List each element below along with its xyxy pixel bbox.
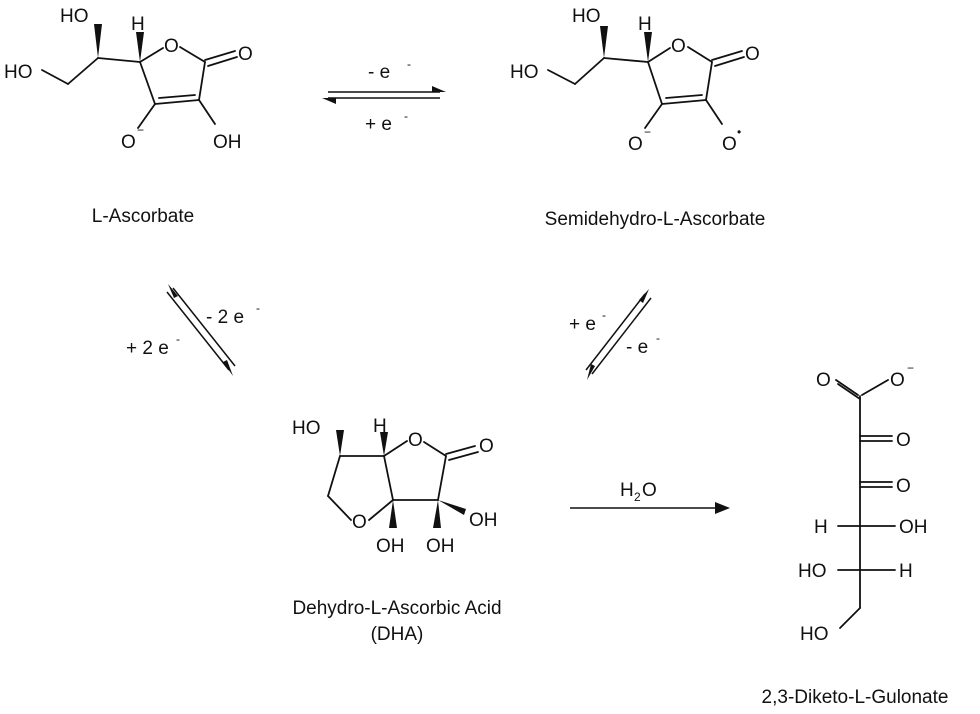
- ascorbate-ho-label: HO: [4, 62, 33, 83]
- dha-carbonyl-o-label: O: [479, 436, 494, 457]
- dha-ring-o-label: O: [408, 430, 423, 451]
- hydrolysis-arrow: H 2 O: [570, 480, 730, 514]
- dha-name-line1: Dehydro-L-Ascorbic Acid: [292, 598, 501, 619]
- top-reverse-label: + e: [365, 114, 392, 135]
- diketo-carboxyl-o-label: O: [816, 370, 831, 391]
- right-forward-sup: -: [602, 308, 606, 322]
- right-reverse-label: - e: [626, 337, 648, 358]
- diketo-ho-label: HO: [798, 561, 827, 582]
- dha-oh-label-right: OH: [469, 510, 498, 531]
- diketo-ho-label-2: HO: [800, 624, 829, 645]
- left-reverse-label: + 2 e: [126, 338, 169, 359]
- diketo-structure: O O − O O H OH HO H HO: [798, 361, 928, 645]
- ascorbate-name: L-Ascorbate: [92, 206, 194, 227]
- hydrolysis-label-sub: 2: [634, 490, 641, 504]
- ascorbate-structure: HO HO H O O O − OH: [4, 6, 253, 153]
- dha-oh-label-bottom-1: OH: [376, 536, 405, 557]
- dha-ho-label: HO: [292, 418, 321, 439]
- ascorbate-carbonyl-o-label: O: [238, 44, 253, 65]
- diketo-carboxylate-o-label: O: [890, 370, 905, 391]
- dha-oh-label-bottom-2: OH: [426, 536, 455, 557]
- semidehydro-charge-label: −: [644, 125, 651, 139]
- dha-name-line2: (DHA): [371, 624, 424, 645]
- semidehydro-carbonyl-o-label: O: [745, 44, 760, 65]
- semidehydro-structure: HO HO H O O O − O •: [510, 6, 760, 155]
- ascorbate-ho-label-2: HO: [60, 6, 89, 27]
- right-equilibrium-arrows: + e - - e -: [569, 289, 660, 380]
- semidehydro-h-label: H: [638, 14, 652, 35]
- left-forward-sup: -: [256, 301, 260, 315]
- diketo-name: 2,3-Diketo-L-Gulonate: [762, 687, 949, 708]
- ascorbate-oxide-label: O: [121, 132, 136, 153]
- semidehydro-ring-o-label: O: [671, 36, 686, 57]
- dha-h-label: H: [373, 416, 387, 437]
- diketo-h-label-2: H: [899, 561, 913, 582]
- hydrolysis-label-o: O: [642, 480, 657, 501]
- top-forward-sup: -: [407, 57, 411, 71]
- semidehydro-radical-dot: •: [737, 125, 741, 139]
- diketo-keto-o-label-2: O: [896, 476, 911, 497]
- left-reverse-sup: -: [176, 332, 180, 346]
- diketo-keto-o-label-1: O: [896, 430, 911, 451]
- left-forward-label: - 2 e: [206, 307, 244, 328]
- ascorbate-oh-label: OH: [213, 132, 242, 153]
- ascorbate-charge-label: −: [137, 123, 144, 137]
- semidehydro-oradical-label: O: [722, 134, 737, 155]
- semidehydro-name: Semidehydro-L-Ascorbate: [545, 209, 766, 230]
- top-forward-label: - e: [368, 62, 390, 83]
- semidehydro-oxide-label: O: [628, 134, 643, 155]
- semidehydro-ho-label-2: HO: [572, 6, 601, 27]
- hydrolysis-label-h: H: [620, 480, 634, 501]
- ascorbate-h-label: H: [131, 14, 145, 35]
- diketo-oh-label: OH: [899, 517, 928, 538]
- diketo-h-label-1: H: [814, 517, 828, 538]
- left-equilibrium-arrows: - 2 e - + 2 e -: [126, 284, 260, 376]
- right-forward-label: + e: [569, 314, 596, 335]
- top-equilibrium-arrows: - e - + e -: [322, 57, 446, 135]
- top-reverse-sup: -: [404, 109, 408, 123]
- diketo-charge-label: −: [907, 361, 914, 375]
- right-reverse-sup: -: [656, 331, 660, 345]
- ascorbate-ring-o-label: O: [164, 36, 179, 57]
- semidehydro-ho-label: HO: [510, 62, 539, 83]
- dha-structure: HO H O O O OH OH OH: [292, 416, 498, 557]
- dha-ether-o-label: O: [352, 512, 367, 533]
